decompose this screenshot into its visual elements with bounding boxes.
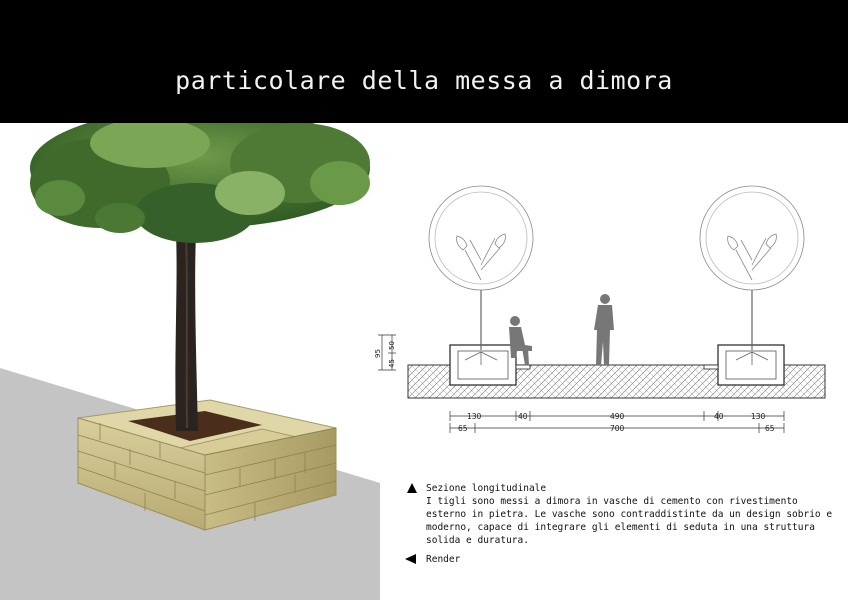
dim-h1-b: 40 [518, 412, 528, 421]
render-caption: Render [405, 553, 835, 566]
section-caption: Sezione longitudinale I tigli sono messi… [405, 482, 835, 547]
section-heading: Sezione longitudinale [426, 483, 547, 494]
section-description: I tigli sono messi a dimora in vasche di… [426, 496, 833, 546]
arrow-up-icon [407, 483, 417, 493]
planter-left [449, 344, 531, 386]
arrow-left-icon [405, 554, 416, 564]
section-drawing: 95 50 45 130 40 490 40 130 65 700 65 [374, 185, 826, 433]
dim-h1-e: 130 [751, 412, 766, 421]
standing-person-silhouette [594, 294, 614, 365]
tree-canopy [30, 123, 370, 243]
dim-h1-c: 490 [610, 412, 625, 421]
dim-h2-a: 65 [458, 424, 468, 433]
tree-right-outline [699, 185, 805, 365]
dim-h2-b: 700 [610, 424, 625, 433]
caption-block: Sezione longitudinale I tigli sono messi… [405, 482, 835, 566]
render-illustration [0, 123, 380, 600]
render-label: Render [426, 554, 461, 565]
dim-v-upper: 50 [388, 341, 396, 350]
dim-h1-d: 40 [714, 412, 724, 421]
dim-v-total: 95 [374, 349, 382, 358]
horizontal-dimensions-row2 [449, 423, 785, 433]
horizontal-dimensions-row1 [449, 411, 785, 421]
planter-right [703, 344, 785, 386]
dim-h2-c: 65 [765, 424, 775, 433]
page-title: particolare della messa a dimora [175, 66, 673, 95]
seated-person-silhouette [509, 316, 532, 365]
vertical-dimensions [378, 334, 396, 371]
dim-v-lower: 45 [388, 359, 396, 368]
tree-left-outline [428, 185, 534, 365]
header-bar: particolare della messa a dimora [0, 0, 848, 123]
dim-h1-a: 130 [467, 412, 482, 421]
